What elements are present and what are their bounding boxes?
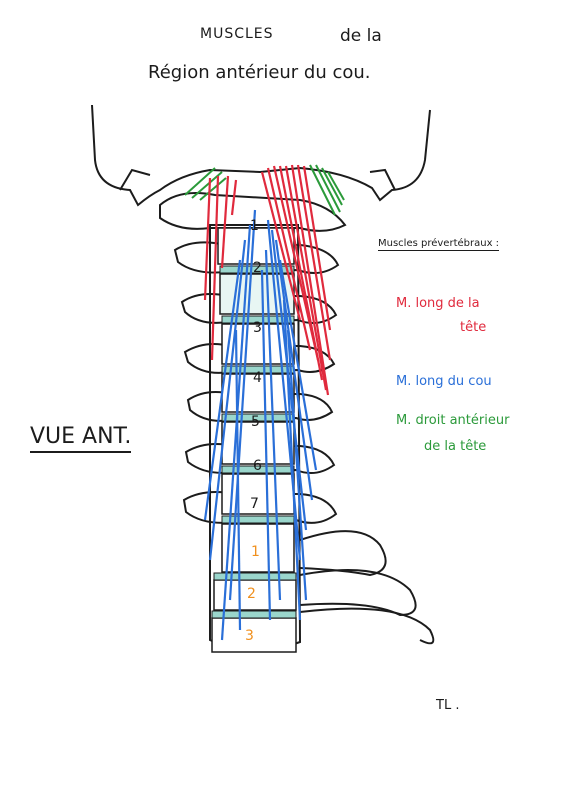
legend-long-capitis-2: tête xyxy=(460,320,487,335)
legend-rectus-capitis: M. droit antérieur xyxy=(396,413,510,428)
view-label: VUE ANT. xyxy=(30,424,132,453)
longus-colli-muscle xyxy=(203,209,318,641)
signature: TL . xyxy=(436,698,460,713)
vertebra-label-t2: 2 xyxy=(247,586,256,602)
legend-long-capitis: M. long de la xyxy=(396,296,480,311)
title-muscles: MUSCLES xyxy=(200,26,274,42)
vertebra-label-c2: 2 xyxy=(253,260,262,276)
longus-capitis-muscle xyxy=(203,164,332,396)
thoracic-labels: 1 2 3 xyxy=(245,544,260,644)
ribs xyxy=(299,530,435,645)
vertebra-label-c4: 4 xyxy=(253,370,262,386)
skull-base xyxy=(91,104,431,207)
legend-heading: Muscles prévertébraux : xyxy=(378,238,500,251)
vertebra-label-c7: 7 xyxy=(250,496,259,512)
title-region: Région antérieur du cou. xyxy=(148,62,371,83)
legend-rectus-capitis-2: de la tête xyxy=(424,439,487,454)
rectus-capitis-muscle xyxy=(184,164,345,216)
vertebra-label-t3: 3 xyxy=(245,628,254,644)
legend-long-colli: M. long du cou xyxy=(396,374,492,389)
vertebra-label-c1: 1 xyxy=(250,218,259,234)
vertebra-label-c3: 3 xyxy=(253,320,262,336)
cervical-labels: 1 2 3 4 5 6 7 xyxy=(250,218,262,512)
title-de-la: de la xyxy=(340,26,382,46)
vertebra-label-c5: 5 xyxy=(251,414,260,430)
vertebra-label-c6: 6 xyxy=(253,458,262,474)
vertebra-label-t1: 1 xyxy=(251,544,260,560)
